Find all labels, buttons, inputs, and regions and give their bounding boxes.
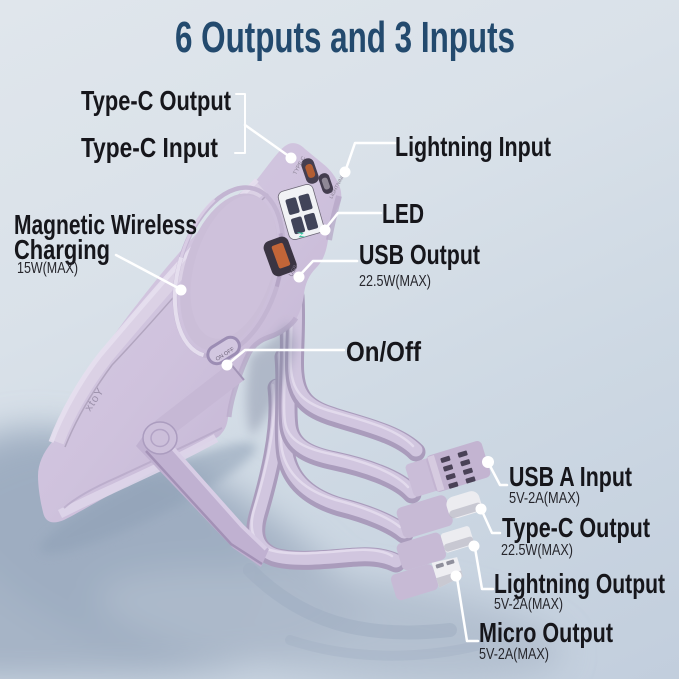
- svg-text:Type-C Output: Type-C Output: [502, 512, 650, 543]
- svg-text:Magnetic Wireless: Magnetic Wireless: [14, 209, 197, 240]
- svg-text:Micro Output: Micro Output: [479, 617, 613, 648]
- svg-text:USB A Input: USB A Input: [509, 461, 632, 492]
- svg-text:Charging: Charging: [14, 234, 110, 265]
- svg-text:22.5W(MAX): 22.5W(MAX): [359, 273, 431, 290]
- svg-text:LED: LED: [382, 198, 424, 229]
- svg-text:5V-2A(MAX): 5V-2A(MAX): [494, 596, 563, 613]
- svg-text:Type-C Input: Type-C Input: [81, 132, 218, 163]
- svg-text:On/Off: On/Off: [346, 336, 422, 367]
- svg-text:Lightning Output: Lightning Output: [494, 568, 665, 599]
- svg-text:15W(MAX): 15W(MAX): [17, 260, 78, 277]
- svg-text:Lightning Input: Lightning Input: [395, 131, 551, 162]
- svg-text:USB: USB: [288, 264, 299, 278]
- svg-text:USB Output: USB Output: [359, 239, 480, 270]
- svg-text:6 Outputs and 3 Inputs: 6 Outputs and 3 Inputs: [175, 14, 515, 62]
- svg-text:5V-2A(MAX): 5V-2A(MAX): [479, 646, 549, 663]
- svg-text:22.5W(MAX): 22.5W(MAX): [501, 542, 573, 559]
- svg-text:Type-C Output: Type-C Output: [81, 85, 231, 116]
- svg-text:5V-2A(MAX): 5V-2A(MAX): [509, 490, 580, 507]
